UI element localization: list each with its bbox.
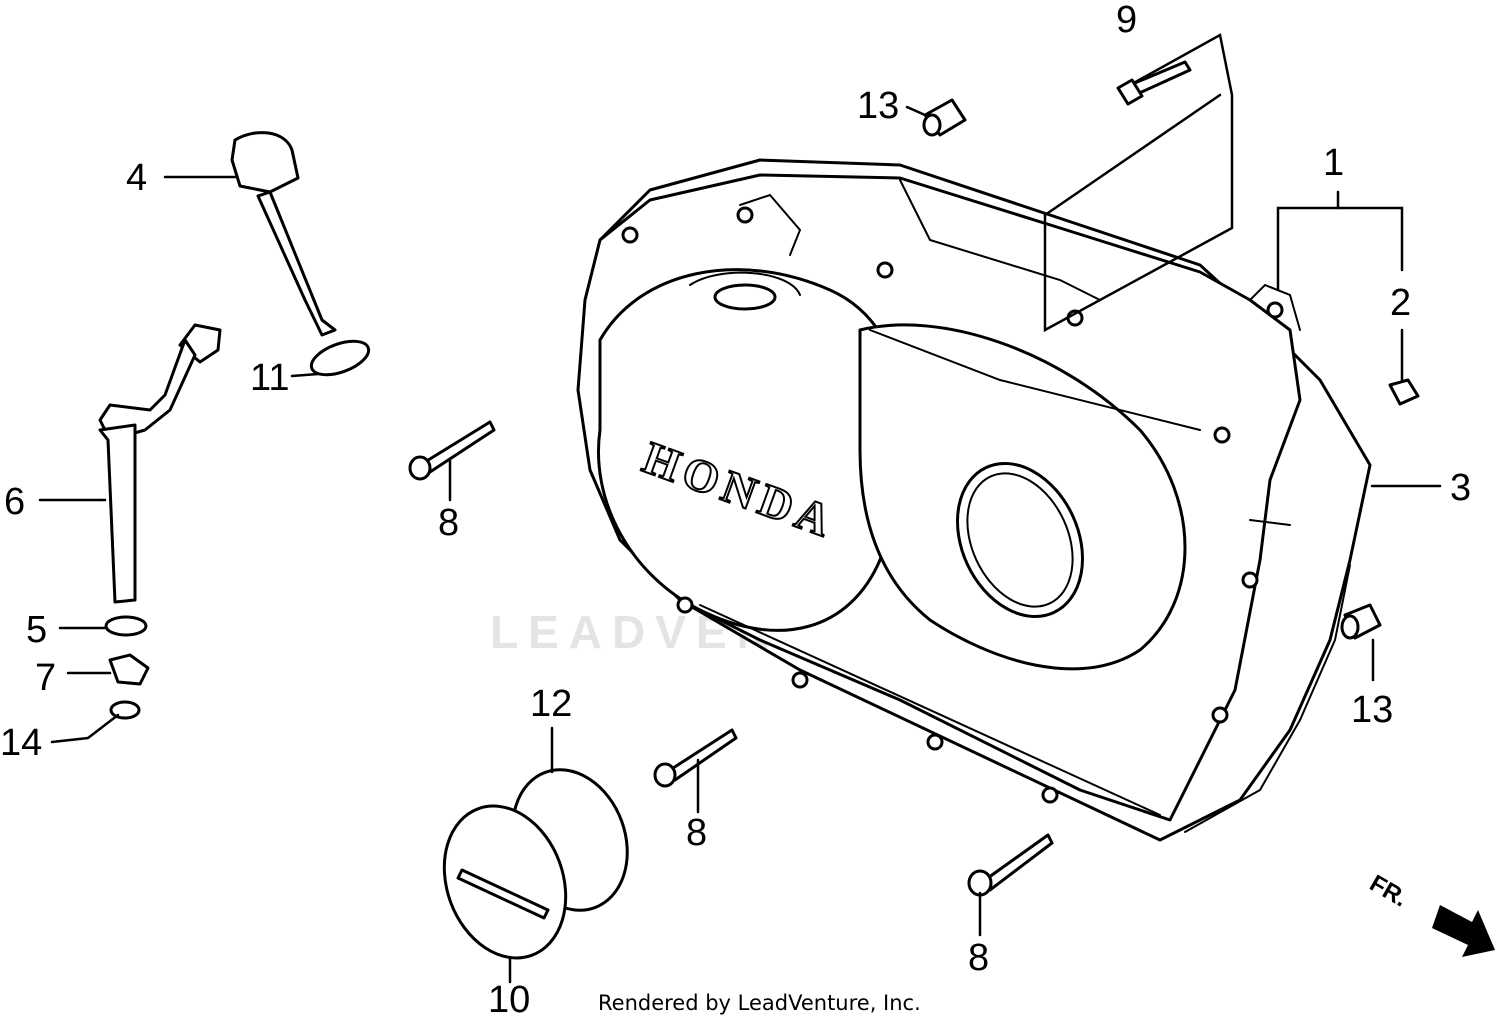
bolt-8-middle: [653, 728, 738, 788]
callout-9: 9: [1116, 0, 1137, 41]
callout-11: 11: [250, 357, 289, 399]
callout-12: 12: [530, 683, 572, 725]
callout-6: 6: [4, 481, 25, 523]
callout-1: 1: [1323, 142, 1344, 184]
callout-10: 10: [488, 979, 530, 1021]
oil-seal-5: [104, 615, 148, 637]
callout-14: 14: [0, 722, 42, 764]
dowel-pin-13-lower: [1340, 603, 1382, 640]
callout-4: 4: [126, 157, 147, 199]
bolt-8-right: [967, 833, 1054, 897]
callout-5: 5: [26, 609, 47, 651]
callout-8-left: 8: [438, 502, 459, 544]
right-crankcase-cover: HONDA: [576, 173, 1302, 822]
washer-2: [1388, 378, 1420, 406]
bolt-8-left: [408, 420, 496, 481]
front-direction-arrow: FR.: [1365, 870, 1495, 957]
oil-level-gauge-4: [230, 131, 337, 337]
o-ring-11: [309, 339, 371, 377]
callout-7: 7: [35, 657, 56, 699]
callout-8-right: 8: [968, 937, 989, 979]
dowel-pin-13-upper: [922, 98, 967, 137]
callout-8-middle: 8: [686, 812, 707, 854]
bolt-9: [1116, 60, 1192, 106]
leader-lines: [38, 105, 1442, 984]
shaft-assembly-6: [98, 323, 222, 604]
cap-10: [442, 804, 568, 960]
callout-3: 3: [1450, 467, 1471, 509]
callout-13-upper: 13: [857, 85, 899, 127]
callout-labels: 1 2 3 4 5 6 7 8 8 8 9 10 11 12 13 13 14: [0, 0, 1471, 1021]
nut-7: [108, 653, 150, 686]
direction-label: FR.: [1365, 870, 1412, 913]
callout-13-lower: 13: [1351, 689, 1393, 731]
credit-text: Rendered by LeadVenture, Inc.: [598, 991, 921, 1015]
callout-2: 2: [1390, 282, 1411, 324]
